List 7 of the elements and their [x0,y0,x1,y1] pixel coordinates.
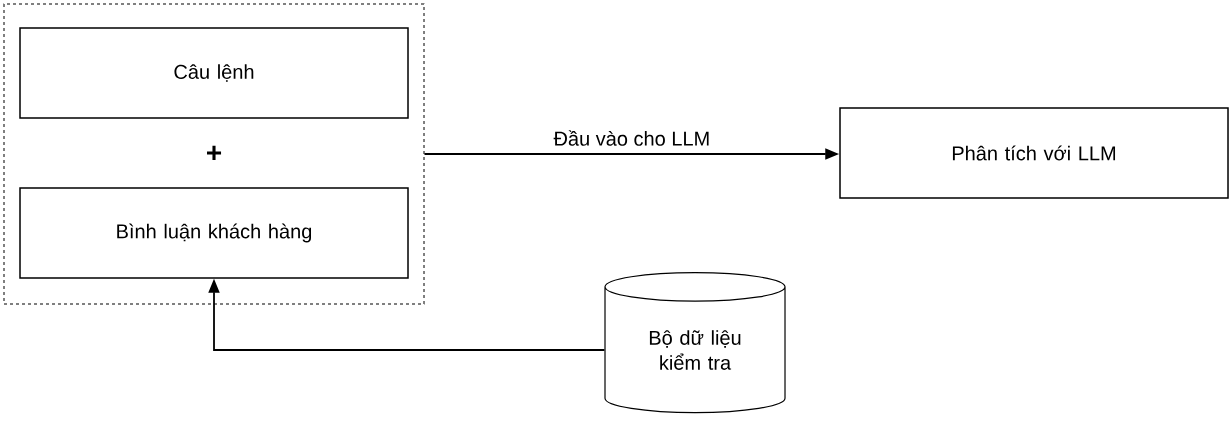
edge-label: Đầu vào cho LLM [551,128,713,148]
process-box: Bình luận khách hàng [19,187,409,279]
database-cylinder: Bộ dữ liệu kiểm tra [604,271,786,414]
process-box: Câu lệnh [19,27,409,119]
group-frame [3,3,425,305]
process-box: Phân tích với LLM [839,107,1229,199]
plus-sign: + [207,145,222,160]
